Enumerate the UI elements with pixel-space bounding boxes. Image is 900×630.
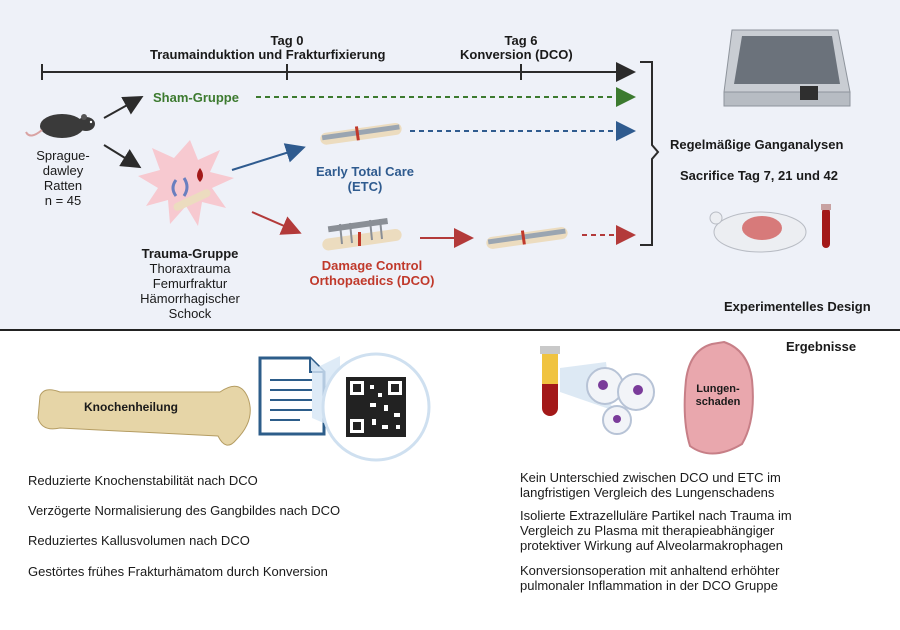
section-divider	[0, 329, 900, 331]
bone-healing-label: Knochenheilung	[84, 400, 178, 414]
etc-label-line1: Early Total Care	[315, 164, 415, 179]
rat-icon	[25, 114, 95, 138]
gait-analysis-device-icon	[723, 29, 851, 107]
sacrifice-label: Sacrifice Tag 7, 21 und 42	[680, 168, 838, 183]
bone-illustration	[37, 385, 251, 446]
arrow-to-dco	[251, 211, 302, 235]
trauma-item: Thoraxtrauma	[149, 261, 231, 276]
result-right-item: Vergleich zu Plasma mit therapieabhängig…	[520, 523, 775, 538]
result-right-item: protektiver Wirkung auf Alveolarmakropha…	[520, 538, 784, 553]
animals-line1: Sprague-	[36, 148, 90, 163]
lung-label-line1: Lungen-	[696, 383, 740, 395]
day6-subtitle: Konversion (DCO)	[460, 47, 573, 62]
dco-label-line2: Orthopaedics (DCO)	[309, 273, 435, 288]
gait-analysis-label: Regelmäßige Ganganalysen	[670, 137, 844, 152]
arrow-to-trauma	[103, 144, 142, 169]
lung-icon	[683, 340, 754, 455]
result-right-item: Kein Unterschied zwischen DCO und ETC im	[520, 470, 781, 485]
dco-fixator-bone-icon	[322, 217, 402, 251]
result-left-item: Gestörtes frühes Frakturhämatom durch Ko…	[28, 564, 328, 579]
day6-title: Tag 6	[504, 33, 538, 48]
extracellular-particles-icon	[586, 367, 655, 435]
day0-title: Tag 0	[270, 33, 304, 48]
design-section-label: Experimentelles Design	[724, 299, 871, 314]
blood-tube-icon	[540, 346, 560, 416]
qr-code-icon	[321, 352, 431, 462]
day0-subtitle: Traumainduktion und Frakturfixierung	[150, 47, 386, 62]
trauma-item: Hämorrhagischer	[140, 291, 240, 306]
arrow-to-sham	[103, 96, 144, 119]
result-right-item: Konversionsoperation mit anhaltend erhöh…	[520, 563, 780, 578]
trauma-starburst-icon	[138, 140, 234, 226]
result-left-item: Reduzierte Knochenstabilität nach DCO	[28, 473, 258, 488]
bracket	[640, 61, 660, 246]
dco-label-line1: Damage Control	[321, 258, 423, 273]
lung-label-line2: schaden	[695, 396, 741, 408]
dissected-rat-icon	[709, 204, 831, 253]
animals-line3: Ratten	[43, 178, 83, 193]
result-right-item: pulmonaler Inflammation in der DCO Grupp…	[520, 578, 778, 593]
result-left-item: Reduziertes Kallusvolumen nach DCO	[28, 533, 250, 548]
arrow-to-etc	[231, 143, 306, 171]
result-right-item: Isolierte Extrazelluläre Partikel nach T…	[520, 508, 792, 523]
trauma-item: Femurfraktur	[152, 276, 228, 291]
trauma-item: Schock	[168, 306, 212, 321]
dco-nail-bone-icon	[486, 227, 568, 249]
trauma-group-title: Trauma-Gruppe	[141, 246, 239, 261]
result-left-item: Verzögerte Normalisierung des Gangbildes…	[28, 503, 341, 518]
animals-line4: n = 45	[44, 193, 82, 208]
sham-group-label: Sham-Gruppe	[153, 90, 239, 105]
etc-bone-icon	[320, 122, 402, 145]
results-section-label: Ergebnisse	[786, 339, 857, 354]
etc-label-line2: (ETC)	[347, 179, 383, 194]
timeline	[41, 62, 636, 82]
result-right-item: langfristigen Vergleich des Lungenschade…	[520, 485, 775, 500]
animals-line2: dawley	[42, 163, 84, 178]
